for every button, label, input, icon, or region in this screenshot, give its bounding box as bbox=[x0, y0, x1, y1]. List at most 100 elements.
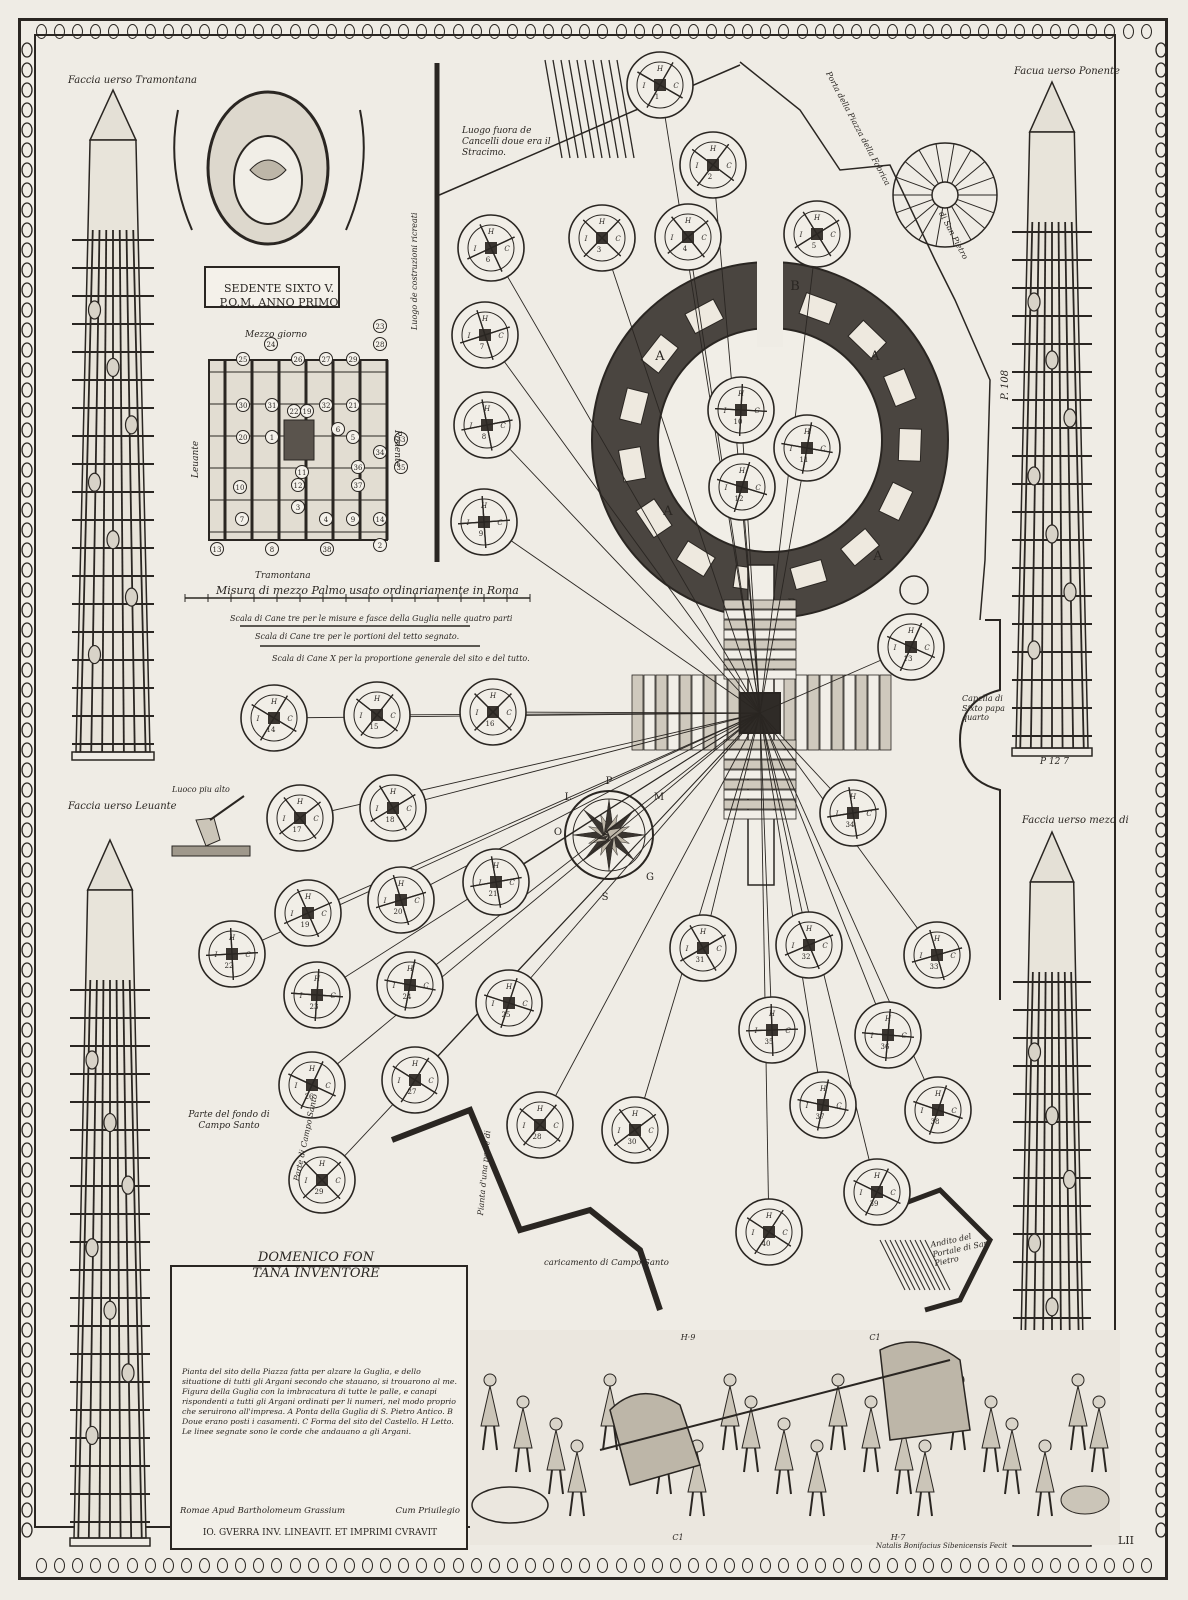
grid-number: 23 bbox=[376, 323, 385, 331]
grid-label-west: Ponente bbox=[392, 430, 402, 467]
wheel-letter: I bbox=[467, 332, 471, 340]
pulley-block bbox=[1063, 582, 1077, 602]
wheel-inner bbox=[460, 498, 508, 546]
grid-number-ring bbox=[331, 422, 345, 436]
capstan-lever bbox=[300, 1061, 324, 1109]
border-bead bbox=[380, 1558, 392, 1573]
pulley-block bbox=[87, 472, 102, 492]
wheel-inner bbox=[611, 1106, 659, 1154]
border-bead bbox=[21, 1062, 33, 1078]
scaffold-beam bbox=[723, 759, 797, 770]
wheel-letter: I bbox=[375, 805, 379, 813]
grid-number-ring bbox=[346, 352, 360, 366]
fence-post bbox=[608, 59, 627, 159]
border-bead bbox=[1155, 702, 1167, 718]
grid-number-ring bbox=[319, 398, 333, 412]
border-bead bbox=[21, 1002, 33, 1018]
worker-figure bbox=[1002, 1417, 1022, 1495]
border-bead bbox=[1155, 1022, 1167, 1038]
border-bead bbox=[651, 1558, 663, 1573]
border-bead bbox=[1155, 742, 1167, 758]
border-bead bbox=[21, 1322, 33, 1338]
wheel-number: 23 bbox=[310, 1003, 319, 1011]
engraver-credit: IO. GVERRA INV. LINEAVIT. ET IMPRIMI CVR… bbox=[202, 1528, 438, 1538]
border-bead bbox=[724, 24, 736, 39]
worker-leg bbox=[515, 1447, 520, 1473]
grid-number-ring bbox=[233, 480, 247, 494]
grid-number-ring bbox=[236, 398, 250, 412]
border-bead bbox=[21, 42, 33, 58]
scaffold-beam bbox=[723, 799, 797, 810]
note-parte-fondo: Parte del fondo di Campo Santo bbox=[188, 1110, 270, 1131]
grid-number-ring bbox=[319, 352, 333, 366]
grid-label-east: Leuante bbox=[191, 440, 201, 478]
wheel-letter: I bbox=[685, 945, 689, 953]
border-bead bbox=[434, 1558, 446, 1573]
border-bead bbox=[398, 24, 410, 39]
worker-leg bbox=[1037, 1491, 1042, 1517]
wheel-inner bbox=[785, 921, 833, 969]
fence-post bbox=[592, 59, 611, 159]
signature: Natalis Bonifacius Sibenicensis Fecit bbox=[876, 1542, 1008, 1550]
wheel-letter: C bbox=[414, 897, 420, 905]
grid-number: 35 bbox=[397, 464, 406, 472]
border-bead bbox=[1155, 762, 1167, 778]
border-bead bbox=[669, 24, 681, 39]
wheel-inner bbox=[853, 1168, 901, 1216]
border-bead bbox=[1155, 82, 1167, 98]
worker-head bbox=[723, 1373, 737, 1387]
worker-leg bbox=[733, 1425, 738, 1451]
rose-hub bbox=[931, 181, 959, 209]
capstan-lever bbox=[781, 442, 833, 454]
wheel-letter: C bbox=[287, 715, 293, 723]
wheel-letter: H bbox=[489, 692, 497, 700]
worker-leg bbox=[830, 1425, 835, 1451]
worker-body bbox=[774, 1429, 794, 1471]
capstan-lever bbox=[583, 218, 621, 258]
wheel-letter: H bbox=[819, 1085, 827, 1093]
worker-leg bbox=[917, 1491, 922, 1517]
border-bead bbox=[21, 1182, 33, 1198]
worker-figure bbox=[513, 1395, 533, 1473]
wheel-letter: C bbox=[506, 709, 512, 717]
capstan-lever bbox=[460, 326, 510, 344]
border-bead bbox=[669, 1558, 681, 1573]
wheel-letter: I bbox=[670, 234, 674, 242]
wheel-number: 16 bbox=[486, 720, 495, 728]
wheel-letter: I bbox=[473, 245, 477, 253]
border-bead bbox=[1155, 262, 1167, 278]
pulley-block bbox=[121, 1363, 135, 1383]
grid-number: 19 bbox=[303, 408, 312, 416]
border-bead bbox=[543, 1558, 555, 1573]
border-bead bbox=[1155, 1422, 1167, 1438]
wheel-letter: I bbox=[294, 1082, 298, 1090]
grid-number-ring bbox=[295, 465, 309, 479]
wheel-letter: I bbox=[491, 1000, 495, 1008]
border-bead bbox=[1068, 1558, 1080, 1573]
rose-spoke bbox=[957, 198, 995, 214]
rose-spoke bbox=[951, 149, 972, 184]
wheel-letter: I bbox=[475, 709, 479, 717]
wheel-number: 6 bbox=[486, 256, 491, 264]
border-bead bbox=[452, 1558, 464, 1573]
wheel-number: 24 bbox=[403, 993, 412, 1001]
capstan-wheel: H C I 16 bbox=[459, 678, 527, 746]
capstan-lever bbox=[523, 1104, 557, 1146]
wheel-inner bbox=[377, 876, 425, 924]
wheel-letter: H bbox=[813, 214, 821, 222]
grid-number-ring bbox=[394, 460, 408, 474]
border-bead bbox=[1155, 102, 1167, 118]
wheel-number: 22 bbox=[225, 962, 234, 970]
worker-leg bbox=[559, 1469, 564, 1495]
seal-plaque bbox=[204, 266, 340, 308]
capstan-lever bbox=[886, 635, 936, 659]
wheel-letter: H bbox=[270, 698, 278, 706]
grid-number-ring bbox=[320, 542, 334, 556]
fence-post bbox=[552, 59, 571, 159]
border-bead bbox=[1155, 342, 1167, 358]
worker-figure bbox=[828, 1373, 848, 1451]
capstan-lever bbox=[500, 978, 518, 1028]
pulley-block bbox=[87, 300, 102, 320]
